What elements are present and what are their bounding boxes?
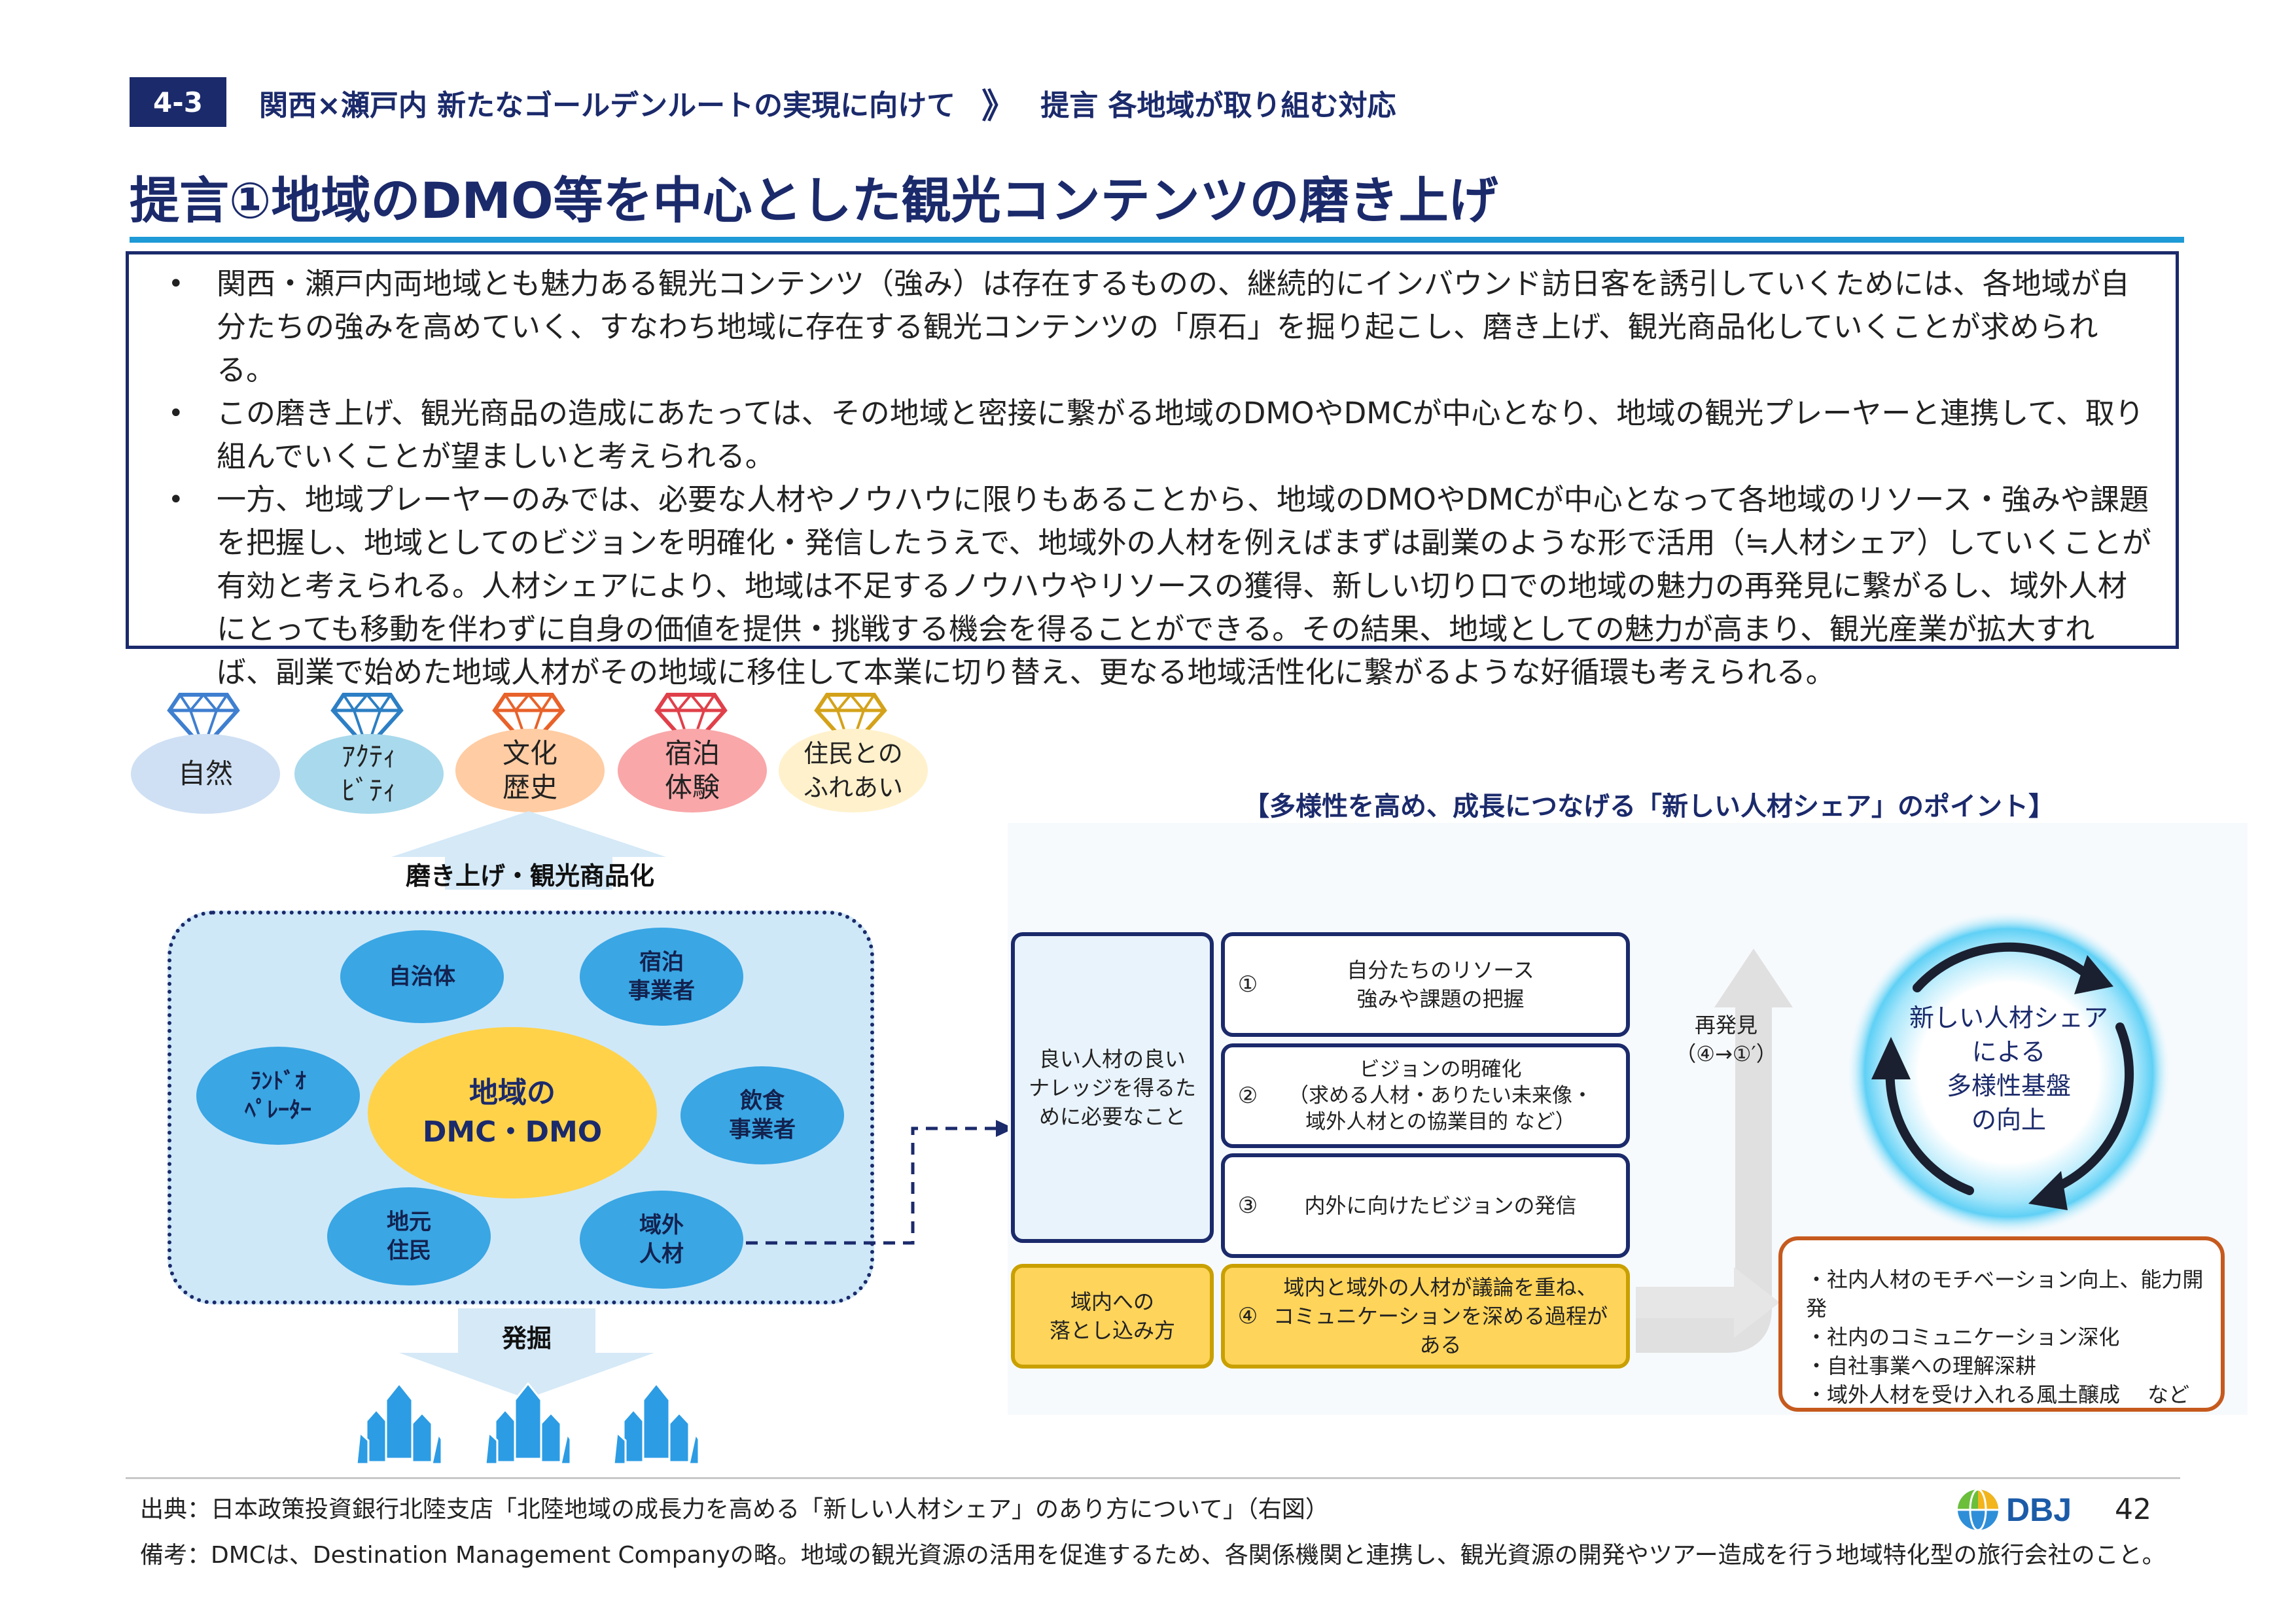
content-label: 体験 [664, 771, 720, 803]
refine-arrow-shaft [445, 850, 612, 890]
breadcrumb-separator-icon: 》 [981, 86, 1016, 126]
point-number: ③ [1237, 1193, 1258, 1219]
stakeholder-municipality: 自治体 [340, 930, 504, 1023]
effects-box: ・社内人材のモチベーション向上、能力開発 ・社内のコミュニケーション深化 ・自社… [1778, 1236, 2225, 1412]
crystal-icon [486, 1382, 571, 1465]
stakeholder-external: 域外 人材 [580, 1191, 743, 1289]
summary-bullet: この磨き上げ、観光商品の造成にあたっては、その地域と密接に繋がる地域のDMOやD… [152, 392, 2152, 478]
content-label: ﾋﾞﾃｨ [341, 775, 397, 807]
point-number: ④ [1237, 1303, 1258, 1329]
stakeholder-food: 飲食 事業者 [680, 1066, 844, 1164]
remark-note: 備考：DMCは、Destination Management Companyの略… [140, 1542, 2166, 1569]
breadcrumb-current: 提言 各地域が取り組む対応 [1040, 89, 1396, 122]
crystal-icon [357, 1382, 442, 1465]
title-divider [130, 237, 2184, 243]
needs-card: 良い人材の良い ナレッジを得るた めに必要なこと [1011, 932, 1214, 1243]
section-badge: 4-3 [130, 77, 226, 127]
point-number: ① [1237, 971, 1258, 998]
summary-box: 関西・瀬戸内両地域とも魅力ある観光コンテンツ（強み）は存在するものの、継続的にイ… [126, 251, 2179, 689]
dig-arrow-shaft [458, 1308, 595, 1354]
cycle-arrows-icon [1845, 909, 2172, 1236]
content-label: ｱｸﾃｨ [341, 741, 397, 773]
summary-bullet: 関西・瀬戸内両地域とも魅力ある観光コンテンツ（強み）は存在するものの、継続的にイ… [152, 262, 2152, 392]
dbj-globe-icon [1958, 1488, 1998, 1531]
local-integration-card: 域内への 落とし込み方 [1011, 1264, 1214, 1369]
content-label: 文化 [502, 737, 557, 769]
footer-divider [126, 1477, 2180, 1479]
dashed-connector [746, 1120, 1014, 1245]
summary-bullet: 一方、地域プレーヤーのみでは、必要な人材やノウハウに限りもあることから、地域のD… [152, 478, 2152, 694]
point-number: ② [1237, 1083, 1258, 1109]
rediscovery-label: 再発見 （④→①′） [1675, 1013, 1777, 1066]
refine-label: 磨き上げ・観光商品化 [405, 862, 654, 890]
effect-item: ・社内のコミュニケーション深化 [1806, 1325, 2120, 1350]
crystal-icon [614, 1382, 699, 1465]
effect-item: ・域外人材を受け入れる風土醸成 など [1806, 1382, 2190, 1407]
content-label: 宿泊 [664, 737, 720, 769]
stakeholder-lodging: 宿泊 事業者 [580, 928, 743, 1026]
breadcrumb-section: 関西×瀬戸内 新たなゴールデンルートの実現に向けて [259, 89, 956, 122]
content-label: ふれあい [803, 773, 903, 802]
dbj-logo-text: DBJ [2006, 1492, 2072, 1528]
diamond-icon [167, 692, 240, 751]
points-heading: 【多様性を高め、成長につなげる「新しい人材シェア」のポイント】 [1243, 792, 2055, 822]
page-title: 提言①地域のDMO等を中心とした観光コンテンツの磨き上げ [130, 171, 1498, 230]
content-lodging: 宿泊 体験 [618, 729, 767, 812]
content-nature: 自然 [131, 734, 280, 814]
breadcrumb: 関西×瀬戸内 新たなゴールデンルートの実現に向けて 》 提言 各地域が取り組む対… [259, 80, 1396, 126]
point-card-3: ③ 内外に向けたビジョンの発信 [1221, 1153, 1630, 1258]
dig-label: 発掘 [501, 1324, 552, 1353]
page-number: 42 [2115, 1493, 2151, 1526]
stakeholder-residents: 地元 住民 [327, 1187, 491, 1285]
effects-arrow-icon [1636, 1267, 1780, 1338]
diamond-icon [330, 692, 404, 751]
content-label: 住民との [804, 739, 903, 768]
effect-item: ・社内人材のモチベーション向上、能力開発 [1806, 1267, 2204, 1321]
content-residents: 住民との ふれあい [779, 729, 928, 812]
dbj-logo: DBJ [1956, 1488, 2072, 1531]
dmc-dmo-center: 地域の DMC・DMO [368, 1027, 657, 1198]
source-note: 出典：日本政策投資銀行北陸支店「北陸地域の成長力を高める「新しい人材シェア」のあ… [140, 1496, 1329, 1523]
cycle-label: 新しい人材シェア による 多様性基盤 の向上 [1909, 1003, 2108, 1134]
content-label: 歴史 [502, 771, 557, 803]
effect-item: ・自社事業への理解深耕 [1806, 1353, 2037, 1378]
stakeholder-land-operator: ﾗﾝﾄﾞｵ ﾍﾟﾚｰﾀｰ [196, 1047, 360, 1145]
point-card-1: ① 自分たちのリソース 強みや課題の把握 [1221, 932, 1630, 1037]
content-label: 自然 [177, 758, 233, 790]
refine-arrow-icon [391, 811, 666, 857]
dig-arrow-icon [399, 1353, 654, 1399]
content-activity: ｱｸﾃｨ ﾋﾞﾃｨ [294, 734, 444, 814]
content-culture: 文化 歴史 [455, 729, 605, 812]
point-card-4: ④ 域内と域外の人材が議論を重ね、 コミュニケーションを深める過程がある [1221, 1264, 1630, 1369]
point-card-2: ② ビジョンの明確化 （求める人材・ありたい未来像・ 域外人材との協業目的 など… [1221, 1043, 1630, 1148]
